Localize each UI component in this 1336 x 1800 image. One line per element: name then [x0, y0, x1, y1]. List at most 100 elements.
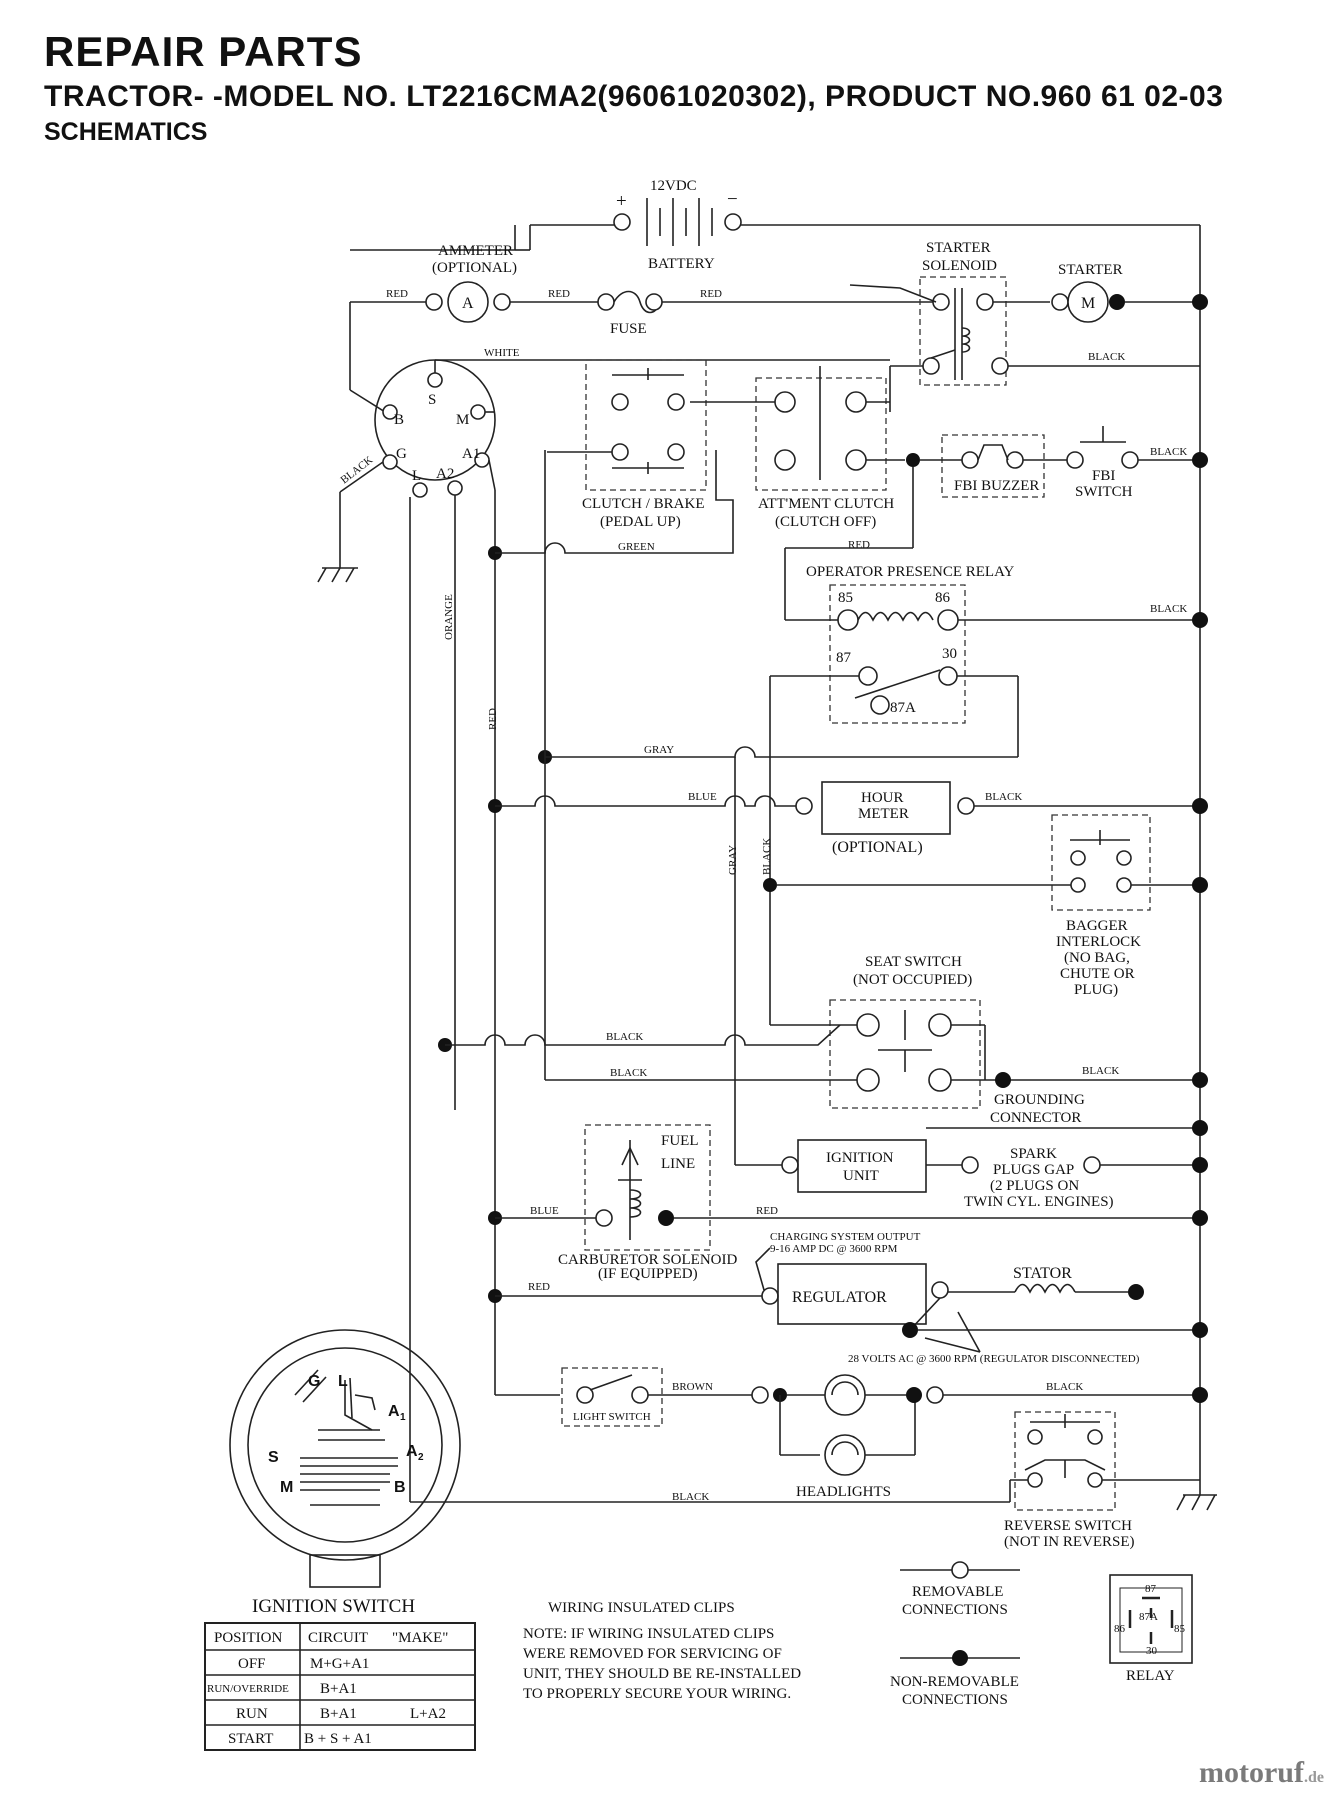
- wire-black-bottom: BLACK: [672, 1491, 709, 1503]
- bagger-label-1: BAGGER: [1066, 918, 1128, 934]
- hour-meter-label-1: HOUR: [861, 790, 904, 806]
- clips-line-3: UNIT, THEY SHOULD BE RE-INSTALLED: [523, 1666, 801, 1682]
- wire-black-seat-1: BLACK: [606, 1031, 643, 1043]
- relay-leg-label: RELAY: [1126, 1668, 1175, 1684]
- starter-motor: M STARTER: [1051, 262, 1208, 323]
- row-run-extra: L+A2: [410, 1706, 446, 1722]
- relay-86: 86: [935, 590, 951, 606]
- watermark: motoruf.de: [1199, 1756, 1324, 1790]
- att-clutch-label-1: ATT'MENT CLUTCH: [758, 496, 894, 512]
- attachment-clutch-switch: ATT'MENT CLUTCH (CLUTCH OFF): [690, 366, 920, 530]
- starter-symbol: M: [1081, 295, 1095, 312]
- starter-solenoid-label-2: SOLENOID: [922, 258, 997, 274]
- clips-line-2: WERE REMOVED FOR SERVICING OF: [523, 1646, 782, 1662]
- wire-black-solenoid: BLACK: [1088, 351, 1125, 363]
- relay-leg-86: 86: [1114, 1623, 1126, 1635]
- ignition-table: POSITION CIRCUIT "MAKE" OFF M+G+A1 RUN/O…: [204, 1622, 476, 1751]
- row-override-circuit: B+A1: [320, 1681, 357, 1697]
- legend-removable-1: REMOVABLE: [912, 1584, 1003, 1600]
- black-seat-wires: BLACK BLACK: [438, 450, 857, 1081]
- ignition-unit: IGNITION UNIT SPARK PLUGS GAP (2 PLUGS O…: [734, 757, 1208, 1210]
- seat-switch-label-1: SEAT SWITCH: [865, 954, 962, 970]
- hour-meter-note: (OPTIONAL): [832, 839, 923, 856]
- clips-line-4: TO PROPERLY SECURE YOUR WIRING.: [523, 1686, 791, 1702]
- regulator: CHARGING SYSTEM OUTPUT 9-16 AMP DC @ 360…: [488, 1231, 1208, 1365]
- stator-label: STATOR: [1013, 1265, 1072, 1282]
- fbi-buzzer-label: FBI BUZZER: [954, 478, 1039, 494]
- gray-wire: GRAY GRAY BLACK: [538, 744, 1018, 875]
- relay-30: 30: [942, 646, 957, 662]
- wire-black-hour: BLACK: [985, 791, 1022, 803]
- clips-line-1: NOTE: IF WIRING INSULATED CLIPS: [523, 1626, 774, 1642]
- row-run-position: RUN: [236, 1706, 268, 1722]
- battery-label: BATTERY: [648, 256, 715, 272]
- fuel-line-label-1: FUEL: [661, 1133, 699, 1149]
- regulator-label: REGULATOR: [792, 1289, 887, 1306]
- relay-87a: 87A: [890, 700, 916, 716]
- relay-87: 87: [836, 650, 852, 666]
- ammeter-label: AMMETER: [438, 243, 513, 259]
- bagger-label-2: INTERLOCK: [1056, 934, 1141, 950]
- battery-voltage: 12VDC: [650, 178, 697, 194]
- term-a2: A2: [436, 466, 454, 482]
- light-switch-label: LIGHT SWITCH: [573, 1411, 651, 1423]
- fbi-circuit: BLACK FBI BUZZER FBI SWITCH: [920, 426, 1208, 500]
- starter-label: STARTER: [1058, 262, 1123, 278]
- carburetor-solenoid: FUEL LINE BLUE RED CARBURETOR SOLENOID (…: [488, 1124, 1208, 1282]
- wire-black-ground: BLACK: [1082, 1065, 1119, 1077]
- spark-label-3: (2 PLUGS ON: [990, 1178, 1079, 1194]
- ignition-unit-label-2: UNIT: [843, 1168, 879, 1184]
- th-circuit: CIRCUIT: [308, 1630, 368, 1646]
- clutch-brake-label-2: (PEDAL UP): [600, 514, 681, 530]
- face-a2: A: [406, 1443, 418, 1460]
- term-b: B: [394, 412, 404, 428]
- row-off-circuit: M+G+A1: [310, 1656, 369, 1672]
- relay-85: 85: [838, 590, 853, 606]
- spark-label-2: PLUGS GAP: [993, 1162, 1074, 1178]
- row-off-position: OFF: [238, 1656, 266, 1672]
- row-start-circuit: B + S + A1: [304, 1731, 372, 1747]
- wire-gray-vertical: GRAY: [727, 845, 739, 875]
- face-g: G: [308, 1373, 320, 1390]
- wire-blue: BLUE: [688, 791, 717, 803]
- grounding-label-2: CONNECTOR: [990, 1110, 1081, 1126]
- legend-nonremovable-2: CONNECTIONS: [902, 1692, 1008, 1708]
- bagger-label-3: (NO BAG,: [1064, 950, 1130, 966]
- face-b: B: [394, 1479, 406, 1496]
- face-s: S: [268, 1449, 279, 1466]
- att-clutch-label-2: (CLUTCH OFF): [775, 514, 876, 530]
- term-m: M: [456, 412, 469, 428]
- wire-red-2: RED: [548, 288, 570, 300]
- spark-label-4: TWIN CYL. ENGINES): [964, 1194, 1114, 1210]
- face-a2-sub: 2: [418, 1452, 424, 1463]
- carb-label-1: CARBURETOR SOLENOID: [558, 1252, 737, 1268]
- battery: + − 12VDC BATTERY: [515, 178, 742, 272]
- light-circuit: LIGHT SWITCH BROWN BLACK HEADLIGHTS: [561, 1367, 1208, 1500]
- wire-red-carb: RED: [756, 1205, 778, 1217]
- bagger-label-4: CHUTE OR: [1060, 966, 1135, 982]
- term-s: S: [428, 392, 436, 408]
- starter-solenoid: STARTER SOLENOID BLACK: [849, 240, 1200, 412]
- fuel-line-label-2: LINE: [661, 1156, 695, 1172]
- seat-switch: SEAT SWITCH (NOT OCCUPIED) BLACK GROUNDI…: [770, 954, 1208, 1126]
- model-line: TRACTOR- -MODEL NO. LT2216CMA2(960610203…: [44, 80, 1224, 113]
- relay-title: OPERATOR PRESENCE RELAY: [806, 564, 1015, 580]
- relay-legend: 87 87A 86 85 30 RELAY: [1109, 1574, 1193, 1684]
- ac-note: 28 VOLTS AC @ 3600 RPM (REGULATOR DISCON…: [848, 1353, 1140, 1365]
- ground-rail: [530, 224, 1217, 1511]
- relay-leg-30: 30: [1146, 1645, 1158, 1657]
- main-feed: A AMMETER (OPTIONAL) FUSE RED RED RED: [349, 225, 936, 413]
- row-run-circuit: B+A1: [320, 1706, 357, 1722]
- wire-gray: GRAY: [644, 744, 674, 756]
- wire-red-relay: RED: [848, 539, 870, 551]
- wire-green: GREEN: [618, 541, 655, 553]
- seat-switch-label-2: (NOT OCCUPIED): [853, 972, 972, 988]
- bagger-label-5: PLUG): [1074, 982, 1118, 998]
- spark-label-1: SPARK: [1010, 1146, 1057, 1162]
- ignition-switch-title: IGNITION SWITCH: [252, 1596, 415, 1617]
- row-start-position: START: [228, 1731, 273, 1747]
- operator-presence-relay: OPERATOR PRESENCE RELAY BLACK 85 86 87 3…: [769, 564, 1208, 1025]
- watermark-brand: motoruf: [1199, 1756, 1304, 1789]
- clips-note: WIRING INSULATED CLIPS NOTE: IF WIRING I…: [523, 1600, 801, 1702]
